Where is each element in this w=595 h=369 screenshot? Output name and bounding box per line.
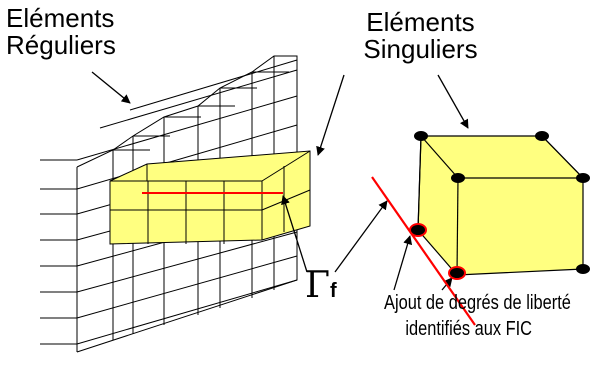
enriched-node bbox=[409, 223, 427, 237]
regular-label-line1: Eléments bbox=[6, 3, 115, 33]
node bbox=[414, 131, 428, 141]
enriched-node bbox=[448, 266, 466, 280]
label-arrows bbox=[91, 71, 469, 291]
gamma-f-label: Γf bbox=[305, 268, 337, 304]
arrow-gamma-line bbox=[334, 200, 388, 273]
arrow-singular-mesh bbox=[316, 74, 345, 156]
singular-label-line2: Singuliers bbox=[363, 34, 478, 64]
dof-note: Ajout de degrés de liberté identifiés au… bbox=[384, 290, 571, 342]
gamma-symbol: Γ bbox=[305, 265, 330, 306]
node bbox=[576, 264, 590, 274]
dof-note-line1: Ajout de degrés de liberté bbox=[384, 292, 571, 314]
node bbox=[535, 131, 549, 141]
mesh-layer-lines bbox=[40, 159, 77, 345]
enriched-zone bbox=[109, 150, 311, 245]
regular-label-line2: Réguliers bbox=[6, 30, 116, 60]
arrow-gamma-mesh bbox=[281, 195, 308, 273]
dof-note-line2: identifiés aux FIC bbox=[405, 318, 533, 340]
node bbox=[576, 173, 590, 183]
gamma-subscript: f bbox=[329, 280, 337, 302]
arrow-singular-cube bbox=[437, 74, 469, 129]
mesh-top-ledges bbox=[113, 71, 289, 151]
singular-elements-label: Eléments Singuliers bbox=[343, 9, 498, 63]
node bbox=[451, 173, 465, 183]
arrow-note-node1 bbox=[393, 235, 413, 291]
crack-line bbox=[371, 176, 476, 326]
singular-label-line1: Eléments bbox=[366, 7, 475, 37]
arrow-regular bbox=[91, 71, 131, 104]
singular-cube bbox=[417, 135, 584, 276]
regular-elements-label: Eléments Réguliers bbox=[6, 5, 116, 59]
cube-nodes bbox=[409, 131, 590, 280]
